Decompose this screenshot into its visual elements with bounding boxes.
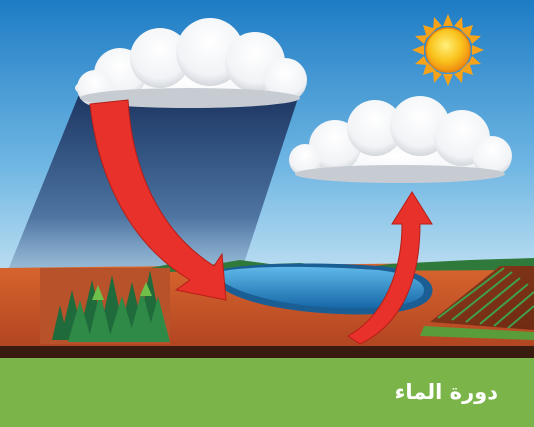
rain-arrow-icon <box>89 99 227 301</box>
sun-icon <box>412 14 484 86</box>
cloud-icon <box>289 96 512 183</box>
diagram-caption: دورة الماء <box>394 380 498 404</box>
lake-icon <box>209 263 433 315</box>
rain-shaft <box>6 92 300 300</box>
ground-band <box>0 358 534 427</box>
tree-icon <box>40 268 170 344</box>
ground-line <box>0 346 534 358</box>
farm-field <box>420 266 534 340</box>
cloud-icon <box>75 18 307 108</box>
evaporation-arrow-icon <box>347 191 433 345</box>
